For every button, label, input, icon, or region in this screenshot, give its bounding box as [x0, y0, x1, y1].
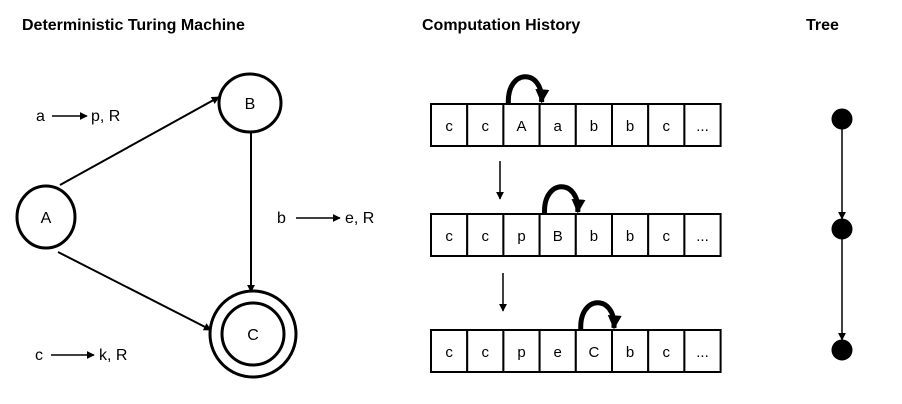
tape-cell [466, 329, 505, 373]
tree-node [831, 108, 853, 130]
tree-node [831, 218, 853, 240]
tree-node [831, 339, 853, 361]
tape-cell [647, 213, 686, 257]
tape-cell [574, 213, 613, 257]
tape-cell [502, 329, 541, 373]
t3-read: c [35, 347, 43, 364]
tape-cell-symbol: p [517, 228, 525, 245]
head-move-arrow [578, 300, 622, 331]
tape-cell-symbol: b [626, 344, 634, 361]
t2-read: b [277, 210, 286, 227]
state-a: A [15, 184, 77, 250]
tape-cell-symbol: c [482, 228, 490, 245]
tape-cell-symbol: b [626, 228, 634, 245]
tape-cell-symbol: ... [696, 118, 709, 135]
tape-cell-symbol: c [445, 344, 453, 361]
tape-cell-symbol: e [554, 344, 562, 361]
tape-cell [683, 213, 722, 257]
tape-cell-symbol: c [482, 344, 490, 361]
tape-cell [538, 103, 577, 147]
transition-label-2: b e, R [277, 210, 374, 227]
head-move-arrow [542, 184, 586, 215]
tape-cell-symbol: B [553, 228, 563, 245]
tape-cell-symbol: p [517, 344, 525, 361]
state-b-label: B [245, 96, 256, 113]
t1-read: a [36, 108, 45, 125]
t2-write-move: e, R [345, 210, 374, 227]
title-dtm: Deterministic Turing Machine [22, 17, 245, 34]
tape-cell [683, 329, 722, 373]
tree [831, 108, 853, 361]
transition-label-3: c k, R [35, 347, 127, 364]
t3-write-move: k, R [99, 347, 127, 364]
tape-cell [466, 103, 505, 147]
state-b: B [217, 72, 283, 134]
t1-write-move: p, R [91, 108, 120, 125]
tape-cell [647, 329, 686, 373]
head-move-arrow [505, 74, 550, 105]
edge-a-c [57, 251, 212, 331]
state-c-accepting: C [208, 289, 298, 379]
tape-cell-symbol: c [663, 228, 671, 245]
tape-cell-symbol: c [482, 118, 490, 135]
tape-cell-symbol: ... [696, 344, 709, 361]
tape-cell-symbol: C [588, 344, 599, 361]
tape-cell-symbol: A [516, 118, 526, 135]
tape-cell [683, 103, 722, 147]
transition-label-1: a p, R [36, 108, 120, 125]
state-machine: A B C a p, R b e, R c k, R [15, 72, 374, 379]
tape-cell-symbol: b [590, 228, 598, 245]
tape-cell-symbol: b [590, 118, 598, 135]
tape-cell-symbol: c [663, 118, 671, 135]
state-a-label: A [41, 210, 52, 227]
edge-a-b [59, 96, 220, 186]
title-tree: Tree [806, 17, 839, 34]
title-history: Computation History [422, 17, 580, 34]
state-c-label: C [247, 327, 259, 344]
tape-cell-symbol: c [445, 118, 453, 135]
tape-cell-symbol: c [445, 228, 453, 245]
tape-cell-symbol: a [554, 118, 563, 135]
tape-cell-symbol: c [663, 344, 671, 361]
tape-cell-symbol: ... [696, 228, 709, 245]
tape-cell [538, 329, 577, 373]
tape-cell [538, 213, 577, 257]
tape-cell-symbol: b [626, 118, 634, 135]
